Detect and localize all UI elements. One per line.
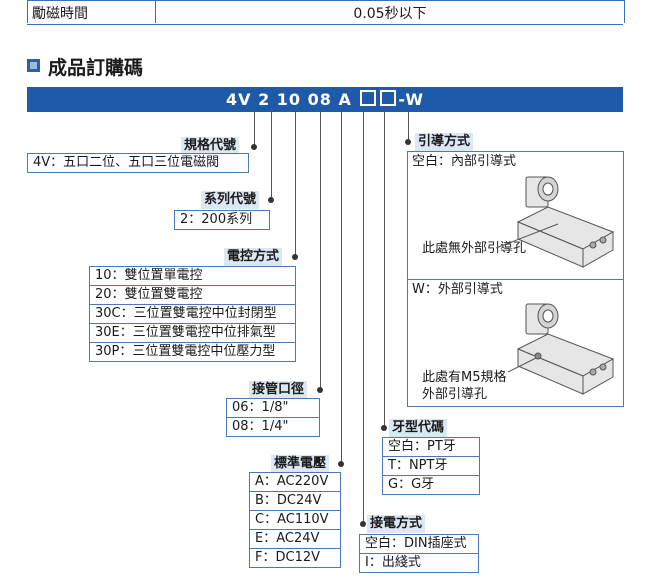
list-item: G：G牙 xyxy=(388,477,435,492)
connector-line xyxy=(254,112,255,147)
list-item: 30C：三位置雙電控中位封閉型 xyxy=(90,305,295,324)
port-size-label: 接管口徑 xyxy=(249,381,308,399)
valve-internal-pilot-icon xyxy=(516,176,615,268)
connector-line xyxy=(320,112,321,390)
pilot-internal-note: 此處無外部引導孔 xyxy=(422,241,527,256)
list-item: E：AC24V xyxy=(250,530,340,549)
thread-label: 牙型代碼 xyxy=(389,419,448,437)
list-item: 2：200系列 xyxy=(180,212,253,227)
connector-dot xyxy=(317,387,323,393)
list-item: 空白：PT牙 xyxy=(383,438,479,457)
connector-dot xyxy=(251,144,257,150)
spec-label: 勵磁時間 xyxy=(32,6,88,22)
spec-row-excitation-time: 勵磁時間 0.05秒以下 xyxy=(27,0,625,23)
table-divider xyxy=(155,1,156,23)
connector-dot xyxy=(405,139,411,145)
pilot-external-box: W：外部引導式 此處有M5規格 外部引導孔 xyxy=(407,279,624,407)
connector-line xyxy=(384,112,385,428)
control-mode-label: 電控方式 xyxy=(224,248,283,266)
pilot-internal-box: 空白：內部引導式 此處無外部引導孔 xyxy=(407,151,624,280)
valve-external-pilot-icon xyxy=(516,303,615,395)
control-mode-box: 10：雙位置單電控 20：雙位置雙電控 30C：三位置雙電控中位封閉型 30E：… xyxy=(89,266,296,362)
series-code-box: 2：200系列 xyxy=(174,210,270,230)
connector-line xyxy=(295,112,296,257)
blank-square-icon xyxy=(380,90,397,106)
list-item: A：AC220V xyxy=(250,473,340,492)
connector-dot xyxy=(268,197,274,203)
voltage-box: A：AC220V B：DC24V C：AC110V E：AC24V F：DC12… xyxy=(249,472,341,568)
order-code-bar: 4V 2 10 08 A -W xyxy=(27,87,623,112)
list-item: C：AC110V xyxy=(250,511,340,530)
list-item: F：DC12V xyxy=(255,550,321,565)
list-item: 空白：DIN插座式 xyxy=(360,535,478,554)
list-item: 08：1/4" xyxy=(232,419,289,434)
section-square-icon xyxy=(27,59,40,72)
connector-line xyxy=(271,112,272,200)
connector-dot xyxy=(292,254,298,260)
leader-line-icon xyxy=(507,357,537,373)
order-code-text: 4V 2 10 08 A -W xyxy=(27,87,623,112)
spec-table: 勵磁時間 0.05秒以下 xyxy=(27,0,625,25)
connector-line xyxy=(363,112,364,524)
list-item: I：出綫式 xyxy=(365,555,421,570)
list-item: 06：1/8" xyxy=(227,399,319,418)
connector-dot xyxy=(338,461,344,467)
list-item: 30P：三位置雙電控中位壓力型 xyxy=(95,344,276,359)
spec-code-label: 規格代號 xyxy=(181,137,240,155)
order-code-suffix: -W xyxy=(398,90,424,109)
pilot-internal-label: 空白：內部引導式 xyxy=(412,154,517,169)
pilot-label: 引導方式 xyxy=(415,133,474,151)
wiring-box: 空白：DIN插座式 I：出綫式 xyxy=(359,534,479,573)
wiring-label: 接電方式 xyxy=(367,515,426,533)
leader-line-icon xyxy=(495,223,559,249)
series-code-label: 系列代號 xyxy=(201,191,260,209)
list-item: T：NPT牙 xyxy=(383,457,479,476)
list-item: B：DC24V xyxy=(250,492,340,511)
connector-line xyxy=(408,112,409,142)
section-title: 成品訂購碼 xyxy=(48,57,144,79)
port-size-box: 06：1/8" 08：1/4" xyxy=(226,398,320,437)
order-code-prefix: 4V 2 10 08 A xyxy=(226,90,352,109)
voltage-label: 標準電壓 xyxy=(271,455,330,473)
pilot-external-label: W：外部引導式 xyxy=(412,282,503,297)
spec-value: 0.05秒以下 xyxy=(353,6,427,22)
pilot-external-note-2: 外部引導孔 xyxy=(422,387,488,402)
list-item: 4V：五口二位、五口三位電磁閥 xyxy=(33,155,220,170)
list-item: 30E：三位置雙電控中位排氣型 xyxy=(90,324,295,343)
connector-dot xyxy=(381,425,387,431)
list-item: 20：雙位置雙電控 xyxy=(90,286,295,305)
pilot-external-note-1: 此處有M5規格 xyxy=(422,370,507,385)
connector-dot xyxy=(360,521,366,527)
list-item: 10：雙位置單電控 xyxy=(90,267,295,286)
connector-line xyxy=(341,112,342,464)
thread-box: 空白：PT牙 T：NPT牙 G：G牙 xyxy=(382,437,480,495)
spec-code-box: 4V：五口二位、五口三位電磁閥 xyxy=(27,153,249,173)
blank-square-icon xyxy=(360,90,377,106)
